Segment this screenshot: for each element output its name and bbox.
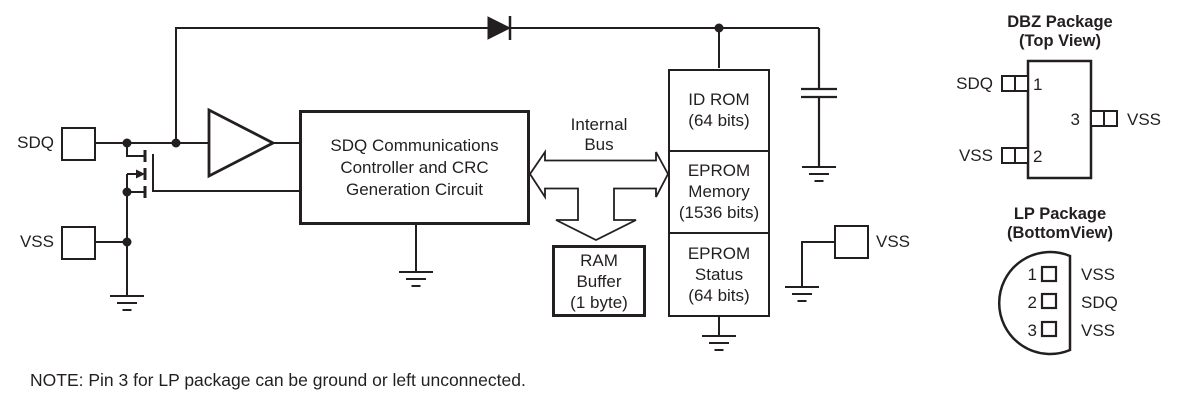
lp-pin3-pad-icon [1040,320,1058,338]
sdq-controller-block: SDQ Communications Controller and CRC Ge… [299,110,530,225]
lp-pin2-label: SDQ [1081,293,1118,312]
controller-line: Controller and CRC [340,157,489,177]
controller-line: Generation Circuit [345,179,483,199]
mosfet-icon [126,143,300,296]
vss-right-ground-icon [784,286,820,302]
lp-package-title: LP Package (BottomView) [1006,205,1114,242]
dbz-pin1-label: SDQ [956,74,993,93]
lp-pin1-pad-icon [1040,265,1058,283]
lp-pin3-label: VSS [1081,321,1116,340]
dbz-pin3-number: 3 [1070,110,1080,129]
vss-right-wire [801,241,834,287]
dbz-pin2-number: 2 [1033,147,1043,166]
dbz-package-title: DBZ Package (Top View) [1007,13,1113,50]
vss-right-pad [834,225,869,259]
eprom-memory-block: EPROM Memory (1536 bits) [670,149,768,232]
sdq-pad-label: SDQ [17,133,54,152]
dbz-pin1-number: 1 [1033,75,1043,94]
lp-pin3-number: 3 [1027,321,1037,340]
capacitor-icon [801,28,837,167]
controller-ground-icon [398,271,434,287]
id-rom-block: ID ROM (64 bits) [670,71,768,150]
status-ground-icon [701,335,737,351]
internal-bus-arrow-icon [528,149,670,242]
vss-pad-label: VSS [19,232,54,251]
eprom-status-block: EPROM Status (64 bits) [670,231,768,315]
buffer-amplifier-icon [207,107,277,179]
lp-pin2-pad-icon [1040,292,1058,310]
memory-stack: ID ROM (64 bits) EPROM Memory (1536 bits… [668,69,770,317]
internal-bus-label: Internal Bus [570,115,628,154]
sdq-pulldown-ground-icon [109,295,145,311]
lp-pin2-number: 2 [1027,293,1037,312]
footnote: NOTE: Pin 3 for LP package can be ground… [30,370,526,390]
top-rail-wire [175,27,819,143]
dbz-package-outline [1001,59,1118,180]
dbz-pin3-label: VSS [1127,110,1162,129]
vss-pad [61,226,96,260]
controller-line: SDQ Communications [330,135,499,155]
lp-pin1-label: VSS [1081,265,1116,284]
diode-icon [487,16,512,40]
sdq-pad [61,127,96,161]
junction-dots [122,23,724,247]
capacitor-ground-icon [801,166,837,182]
dbz-pin2-label: VSS [958,146,993,165]
lp-package-outline [997,250,1072,356]
vss-right-label: VSS [876,232,911,251]
lp-pin1-number: 1 [1027,265,1037,284]
ram-buffer-block: RAM Buffer (1 byte) [552,245,646,317]
